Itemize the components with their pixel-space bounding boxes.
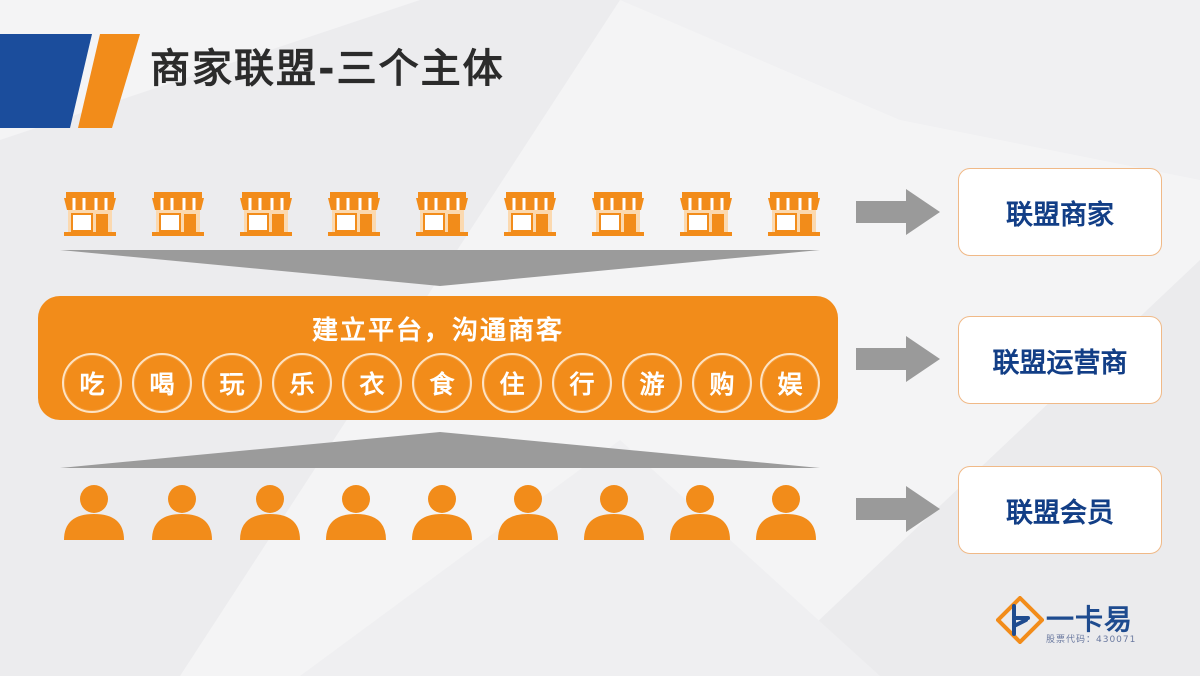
logo-subtitle: 股票代码：430071: [1046, 635, 1137, 645]
category-circle: 乐: [272, 353, 332, 413]
logo-name: 一卡易: [1046, 603, 1134, 636]
person-icon: [64, 485, 124, 540]
logo-mark-icon: [996, 596, 1044, 644]
storefront-icon: [768, 192, 820, 236]
person-icon: [670, 485, 730, 540]
title-accent-bars: [0, 34, 140, 128]
storefront-icon: [152, 192, 204, 236]
person-icon: [152, 485, 212, 540]
platform-title: 建立平台，沟通商客: [311, 316, 564, 346]
storefront-icon: [240, 192, 292, 236]
role-box-members: 联盟会员: [958, 466, 1162, 554]
platform-panel: 建立平台，沟通商客 吃 喝 玩 乐 衣 食 住 行 游 购 娱: [38, 296, 838, 420]
category-circle: 玩: [202, 353, 262, 413]
store-row: [62, 184, 822, 240]
upper-funnel-wedge: [60, 250, 820, 286]
storefront-icon: [592, 192, 644, 236]
role-box-operators: 联盟运营商: [958, 316, 1162, 404]
lower-funnel-wedge: [60, 432, 820, 468]
role-box-merchants: 联盟商家: [958, 168, 1162, 256]
category-circle: 衣: [342, 353, 402, 413]
person-icon: [756, 485, 816, 540]
person-icon: [412, 485, 472, 540]
person-icon: [498, 485, 558, 540]
right-arrow-icon: [856, 336, 940, 382]
category-circle: 游: [622, 353, 682, 413]
person-icon: [240, 485, 300, 540]
category-circle: 住: [482, 353, 542, 413]
category-circle: 娱: [760, 353, 820, 413]
right-arrow-icon: [856, 189, 940, 235]
category-circle: 购: [692, 353, 752, 413]
storefront-icon: [328, 192, 380, 236]
storefront-icon: [504, 192, 556, 236]
person-icon: [326, 485, 386, 540]
storefront-icon: [64, 192, 116, 236]
category-circle: 吃: [62, 353, 122, 413]
storefront-icon: [416, 192, 468, 236]
storefront-icon: [680, 192, 732, 236]
category-circle: 食: [412, 353, 472, 413]
person-icon: [584, 485, 644, 540]
page-title: 商家联盟-三个主体: [150, 46, 505, 92]
category-circle: 喝: [132, 353, 192, 413]
right-arrow-icon: [856, 486, 940, 532]
category-circle: 行: [552, 353, 612, 413]
